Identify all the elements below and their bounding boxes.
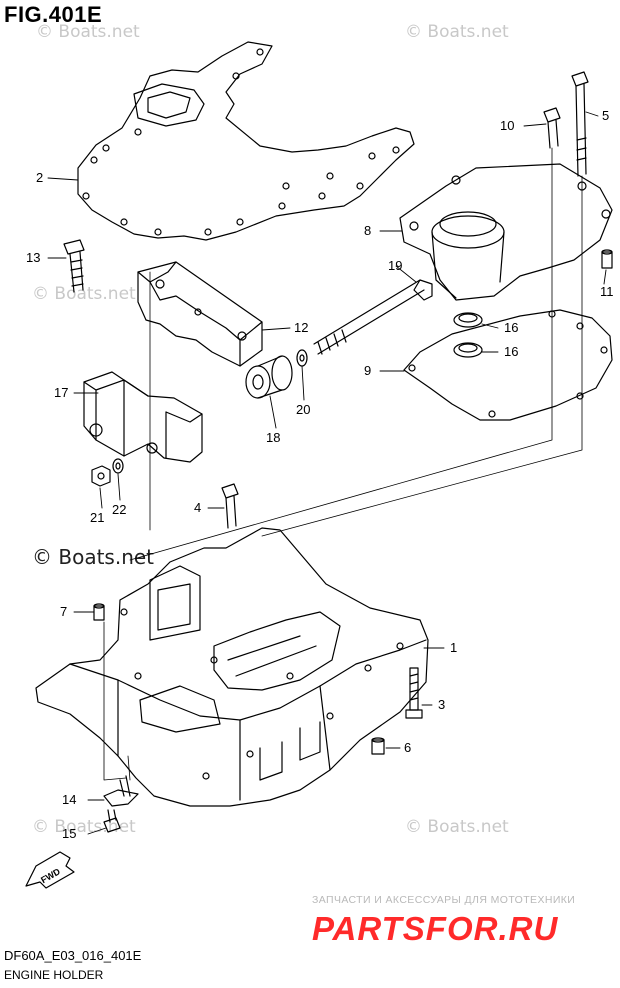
pin-part-11 — [601, 249, 613, 269]
figure-title: FIG.401E — [4, 2, 103, 27]
bolt-part-13 — [63, 239, 85, 293]
bracket-part-14 — [103, 775, 139, 807]
callout-1: 1 — [450, 640, 457, 655]
callout-6: 6 — [404, 740, 411, 755]
watermark-left-top: © Boats.net — [36, 22, 140, 42]
engine-holder-part-1 — [35, 527, 429, 807]
bolt-part-10 — [543, 107, 561, 149]
callout-18: 18 — [266, 430, 280, 445]
watermark-bottom-right: © Boats.net — [405, 817, 509, 837]
bolt-part-3 — [405, 667, 423, 719]
holder-part-12 — [137, 261, 263, 367]
nut-part-21 — [91, 465, 111, 487]
brand-logo: PARTSFOR.RU — [312, 910, 559, 947]
callout-16-upper: 16 — [504, 320, 518, 335]
callout-5: 5 — [602, 108, 609, 123]
seal-part-16-lower — [453, 342, 483, 358]
callout-16-lower: 16 — [504, 344, 518, 359]
diagram-caption: ENGINE HOLDER — [4, 968, 104, 982]
pin-part-6 — [371, 737, 385, 755]
watermark-main: © Boats.net — [32, 545, 155, 569]
gasket-part-2 — [77, 41, 415, 241]
seal-part-16-upper — [453, 312, 483, 328]
washer-part-22 — [112, 458, 124, 474]
bolt-part-4 — [221, 483, 239, 529]
callout-7: 7 — [60, 604, 67, 619]
bolt-part-19 — [313, 279, 433, 355]
callout-19: 19 — [388, 258, 402, 273]
washer-part-20 — [296, 349, 308, 367]
promo-text: ЗАПЧАСТИ И АКСЕССУАРЫ ДЛЯ МОТОТЕХНИКИ — [312, 894, 576, 906]
callout-labels: 1 2 3 4 5 6 7 8 9 10 11 12 13 14 15 16 1… — [26, 108, 614, 885]
callout-4: 4 — [194, 500, 201, 515]
watermark-mid-left: © Boats.net — [32, 284, 136, 304]
fwd-arrow-icon — [25, 851, 75, 889]
callout-11: 11 — [600, 284, 614, 299]
callout-22: 22 — [112, 502, 126, 517]
cover-part-8 — [399, 163, 613, 301]
callout-9: 9 — [364, 363, 371, 378]
callout-3: 3 — [438, 697, 445, 712]
diagram-code: DF60A_E03_016_401E — [4, 948, 142, 963]
pin-part-7 — [93, 603, 105, 621]
callout-12: 12 — [294, 320, 308, 335]
bolt-part-15 — [103, 809, 121, 833]
callout-15: 15 — [62, 826, 76, 841]
holder-part-17 — [83, 371, 203, 463]
watermark-top: © Boats.net — [405, 22, 509, 42]
callout-14: 14 — [62, 792, 76, 807]
callout-20: 20 — [296, 402, 310, 417]
bolt-part-5 — [571, 71, 589, 177]
callout-21: 21 — [90, 510, 104, 525]
bushing-part-18 — [245, 355, 293, 399]
callout-8: 8 — [364, 223, 371, 238]
callout-10: 10 — [500, 118, 514, 133]
callout-17: 17 — [54, 385, 68, 400]
callout-2: 2 — [36, 170, 43, 185]
callout-13: 13 — [26, 250, 40, 265]
